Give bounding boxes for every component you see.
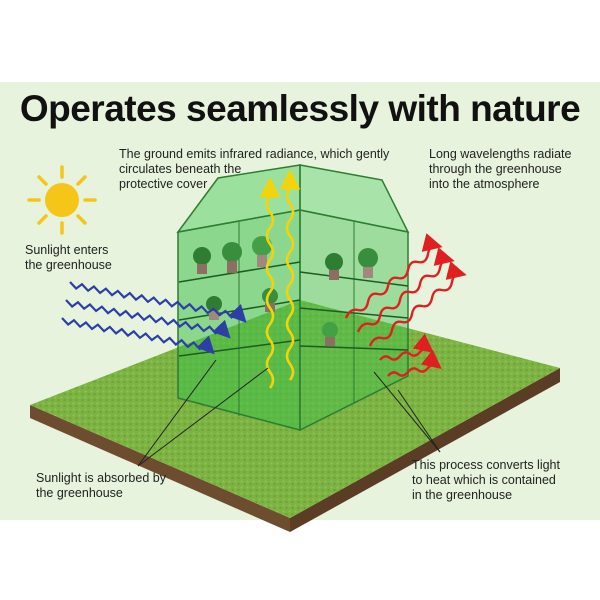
infrared-arrow bbox=[259, 176, 281, 389]
infrared-arrows bbox=[259, 168, 301, 389]
heat-arrow bbox=[344, 233, 443, 319]
heat-arrow bbox=[368, 261, 467, 347]
label-process-converts: This process converts light to heat whic… bbox=[412, 458, 560, 502]
label-sunlight-enters: Sunlight enters the greenhouse bbox=[25, 243, 112, 272]
sun-icon bbox=[27, 165, 97, 235]
heat-arrow bbox=[387, 349, 442, 377]
greenhouse-roof-right bbox=[299, 164, 410, 234]
label-long-wavelengths: Long wavelengths radiate through the gre… bbox=[429, 147, 572, 191]
sunlight-arrow bbox=[69, 281, 247, 323]
heat-arrow bbox=[356, 247, 455, 333]
sunlight-arrow bbox=[65, 299, 231, 339]
greenhouse bbox=[176, 164, 410, 432]
infrared-arrow bbox=[279, 168, 301, 381]
heat-arrows bbox=[344, 233, 467, 377]
sunlight-arrows bbox=[61, 281, 247, 355]
label-ground-emits: The ground emits infrared radiance, whic… bbox=[119, 147, 390, 191]
page-title: Operates seamlessly with nature bbox=[19, 88, 581, 129]
leader-lines bbox=[137, 359, 441, 467]
soil-front-left bbox=[30, 405, 290, 532]
label-sunlight-absorbed: Sunlight is absorbed by the greenhouse bbox=[36, 471, 166, 500]
soil-front-right bbox=[290, 368, 560, 532]
sunlight-arrow bbox=[61, 317, 215, 355]
